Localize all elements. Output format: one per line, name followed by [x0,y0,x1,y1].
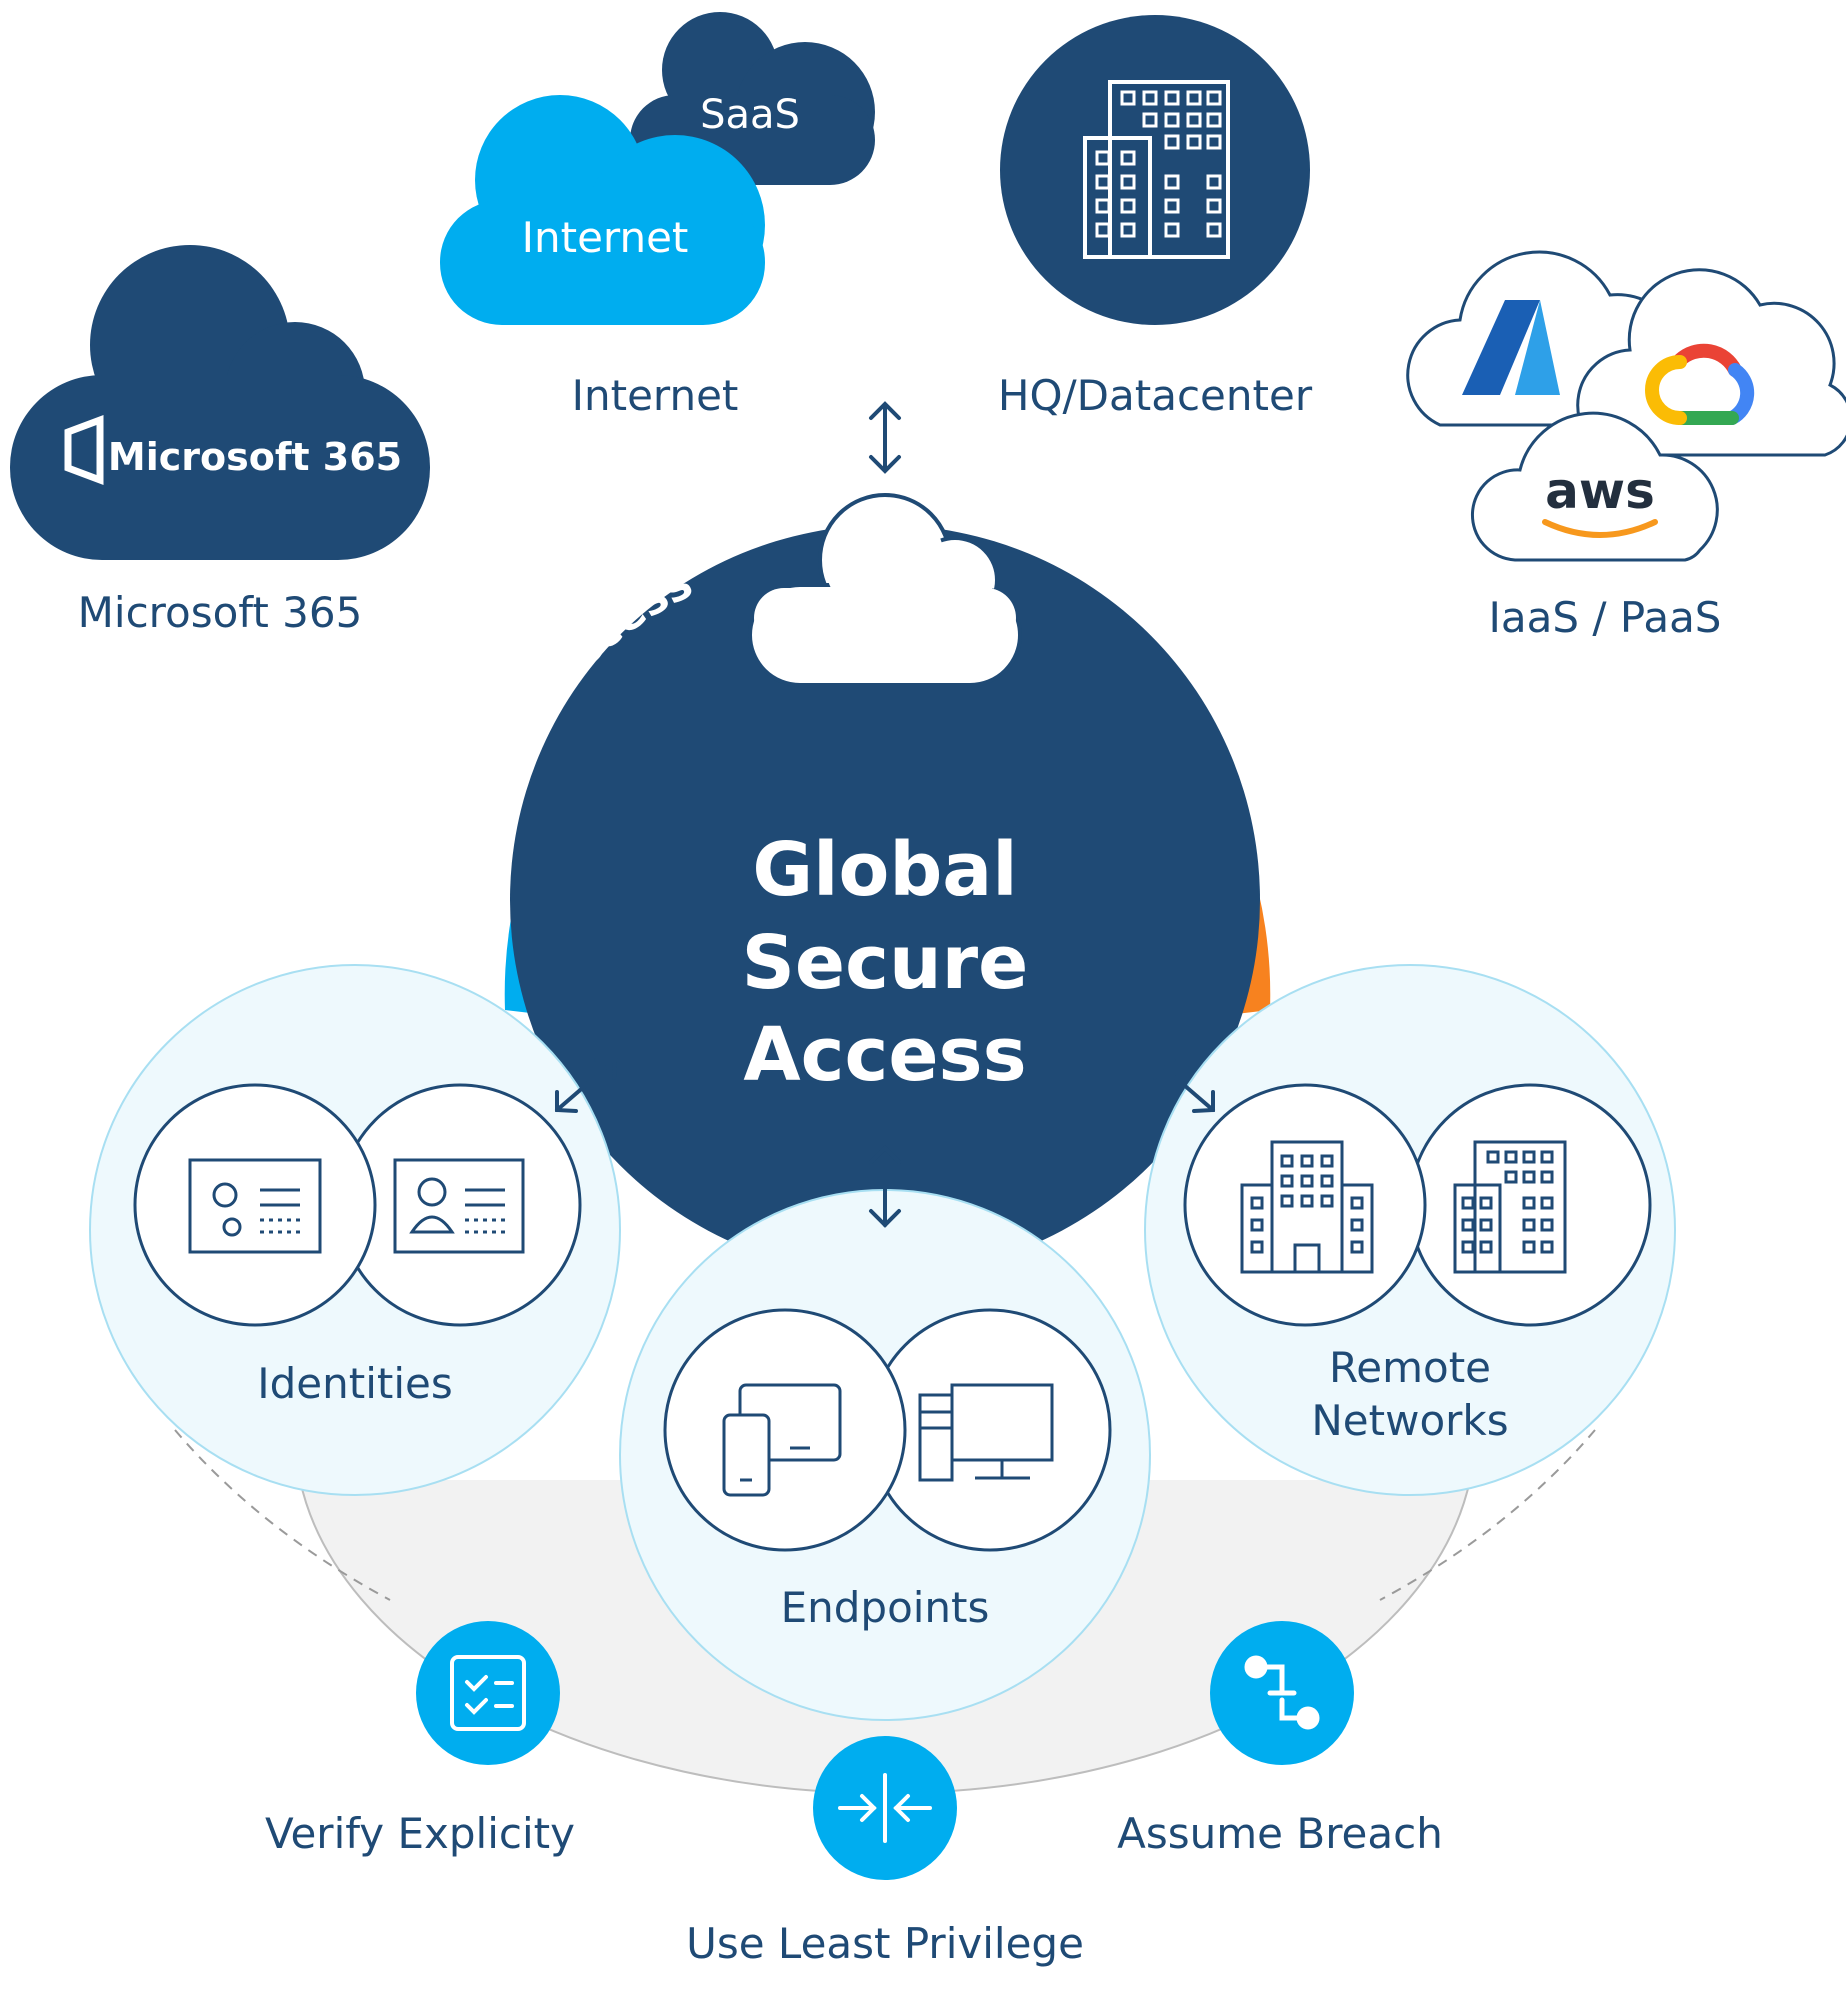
remote-networks-label-line1: Remote [1329,1343,1491,1392]
dashed-connector-left [174,1429,391,1601]
endpoints-label: Endpoints [781,1583,990,1632]
identities-label: Identities [257,1359,453,1408]
least-privilege-label: Use Least Privilege [686,1919,1084,1968]
hq-datacenter-circle [1000,15,1310,325]
diagonal-arrow-left-icon [555,1058,618,1113]
converge-arrows-icon [838,1773,932,1843]
datacenter-building-icon [1453,1140,1567,1274]
saas-cloud-icon [630,12,875,185]
internet-cloud-text: Internet [522,213,689,262]
verify-explicitly-badge [416,1621,560,1765]
microsoft-365-cloud-text: Microsoft 365 [108,435,402,479]
hub-title-line3: Access [743,1012,1026,1098]
double-arrow-icon [869,401,901,474]
desktop-computer-icon [918,1383,1054,1482]
internet-label: Internet [572,371,739,420]
hub-title-line1: Global [752,827,1017,913]
hq-datacenter-label: HQ/Datacenter [998,371,1313,420]
internet-cloud-icon [440,95,765,325]
checklist-icon [450,1655,526,1731]
remote-networks-label-line2: Networks [1311,1396,1508,1445]
hub-cloud-icon [748,493,1022,687]
aws-logo-text: aws [1545,462,1655,520]
google-cloud-logo-icon [1645,343,1755,425]
aws-smile-icon [1542,519,1658,538]
settings-card-icon [188,1158,322,1254]
breach-path-icon [1244,1655,1320,1730]
office-building-icon [1083,80,1230,259]
dashed-connector-right [1379,1429,1596,1601]
diagonal-arrow-right-icon [1153,1058,1215,1113]
google-cloud-cloud [1576,268,1846,457]
assume-breach-label: Assume Breach [1117,1809,1443,1858]
saas-cloud-text: SaaS [700,92,800,138]
vertical-arrow-icon [869,1145,901,1228]
microsoft-365-logo-icon [64,414,104,486]
devices-icon [722,1383,842,1497]
azure-logo-icon [1462,300,1560,395]
office-building-icon [1240,1140,1374,1274]
user-id-card-icon [393,1158,525,1254]
verify-explicitly-label: Verify Explicity [265,1809,575,1858]
hub-title-line2: Secure [742,920,1029,1006]
microsoft-365-cloud-icon [10,245,430,560]
global-secure-access-hub [510,525,1260,1275]
microsoft-365-label: Microsoft 365 [78,588,363,637]
iaas-paas-label: IaaS / PaaS [1489,593,1722,642]
